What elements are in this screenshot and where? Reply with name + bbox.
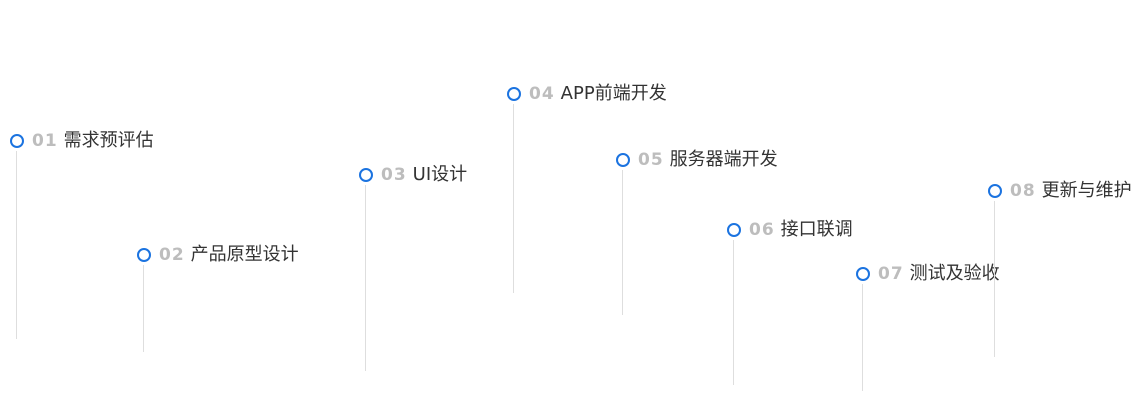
step-title: 接口联调 — [780, 219, 853, 240]
step-connector-line — [143, 265, 144, 352]
step-connector-line — [862, 284, 863, 391]
step-title: 测试及验收 — [909, 263, 1000, 284]
step-title: 服务器端开发 — [669, 149, 778, 170]
step-number: 07 — [878, 264, 904, 284]
step-number: 03 — [381, 165, 407, 185]
step-number: 02 — [159, 245, 185, 265]
step-number: 01 — [32, 131, 58, 151]
step-circle-icon — [137, 248, 151, 262]
step-circle-icon — [359, 168, 373, 182]
step-number: 04 — [529, 84, 555, 104]
step-title: APP前端开发 — [560, 83, 667, 104]
step-title: UI设计 — [412, 164, 468, 185]
step-circle-icon — [10, 134, 24, 148]
step-connector-line — [365, 185, 366, 371]
step-connector-line — [733, 240, 734, 385]
step-title: 更新与维护 — [1041, 180, 1132, 201]
step-number: 05 — [638, 150, 664, 170]
step-number: 06 — [749, 220, 775, 240]
step-circle-icon — [507, 87, 521, 101]
step-connector-line — [513, 104, 514, 293]
step-circle-icon — [616, 153, 630, 167]
step-connector-line — [994, 201, 995, 357]
step-circle-icon — [727, 223, 741, 237]
step-circle-icon — [856, 267, 870, 281]
step-connector-line — [622, 170, 623, 315]
step-circle-icon — [988, 184, 1002, 198]
step-number: 08 — [1010, 181, 1036, 201]
step-title: 需求预评估 — [63, 130, 154, 151]
step-connector-line — [16, 151, 17, 339]
step-title: 产品原型设计 — [190, 244, 299, 265]
